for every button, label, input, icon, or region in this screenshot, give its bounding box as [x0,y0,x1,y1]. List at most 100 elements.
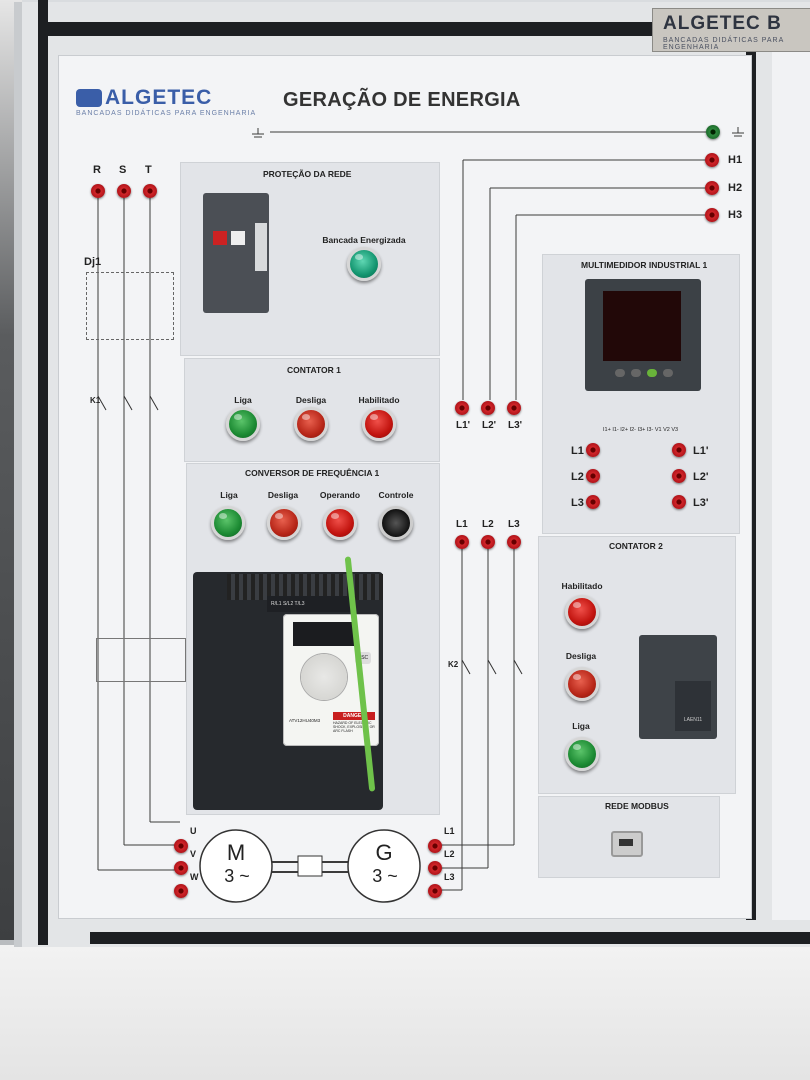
section-multimedidor-industrial-1: MULTIMEDIDOR INDUSTRIAL 1 I1+ I1- I2+ I2… [542,254,740,534]
terminal-label-l3: L3 [508,519,520,530]
contactor-model-label: LAEN11 [675,681,711,731]
label-operando: Operando [319,490,361,500]
motor-terminal-label-u: U [190,826,197,836]
terminal-label-h3: H3 [728,209,743,221]
jack-motor-v[interactable] [174,861,188,875]
jack-mid-l2p[interactable] [481,401,495,415]
algetec-logo: ALGETEC BANCADAS DIDÁTICAS PARA ENGENHAR… [76,86,256,117]
label-desliga: Desliga [565,651,597,661]
mm-in-label-l2: L2 [571,471,584,483]
motor-terminal-label-v: V [190,849,197,859]
jack-mm-in-l2[interactable] [586,469,600,483]
jack-s[interactable] [117,184,131,198]
relay-label-plate [255,223,267,271]
label-habilitado: Habilitado [561,581,603,591]
section-rede-modbus: REDE MODBUS [538,796,720,878]
conversor-liga-button[interactable] [211,506,245,540]
brand-tag-name: ALGETEC [663,13,761,34]
drive-danger-text: HAZARD OF ELECTRIC SHOCK, EXPLOSION, OR … [333,721,375,733]
k2-label: K2 [448,660,459,669]
contactor-device: LAEN11 [639,635,717,739]
jack-r[interactable] [91,184,105,198]
conversor-desliga-button[interactable] [267,506,301,540]
contator1-liga-button[interactable] [226,407,260,441]
jack-generator-l3[interactable] [428,884,442,898]
mm-out-label-l2p: L2' [693,471,709,483]
jack-mid-l1p[interactable] [455,401,469,415]
section-title: MULTIMEDIDOR INDUSTRIAL 1 [581,260,708,270]
section-title: CONTATOR 1 [287,365,341,375]
jack-mm-out-l1p[interactable] [672,443,686,457]
mm-in-label-l3: L3 [571,497,584,509]
jack-mid-l3[interactable] [507,535,521,549]
contator2-habilitado-lamp [565,595,599,629]
jack-mm-out-l3p[interactable] [672,495,686,509]
motor-terminal-label-w: W [190,872,199,882]
terminal-label-l2p: L2' [482,420,497,431]
drive-jog-dial[interactable] [301,654,347,700]
jack-h3[interactable] [705,208,719,222]
controle-potentiometer-knob[interactable] [379,506,413,540]
jack-motor-u[interactable] [174,839,188,853]
jack-motor-w[interactable] [174,884,188,898]
multimeter-device [585,279,701,391]
drive-vent-fins [227,574,383,600]
modbus-usb-port[interactable] [611,831,643,857]
jack-mm-in-l3[interactable] [586,495,600,509]
frame-bottom-bar [90,932,810,944]
generator-symbol: G [375,840,393,865]
jack-generator-l1[interactable] [428,839,442,853]
jack-generator-l2[interactable] [428,861,442,875]
jack-mid-l2[interactable] [481,535,495,549]
section-conversor-de-frequencia-1: CONVERSOR DE FREQUÊNCIA 1 Liga Desliga O… [186,463,440,815]
motor-protection-relay [203,193,269,313]
terminal-label-r: R [93,164,101,176]
usb-slot [619,839,633,846]
contator2-desliga-button[interactable] [565,667,599,701]
terminal-label-h2: H2 [728,182,743,194]
section-title: REDE MODBUS [605,801,669,811]
mm-out-label-l1p: L1' [693,445,709,457]
drive-schematic-symbol [96,638,186,682]
relay-stop-button[interactable] [231,231,245,245]
generator-terminal-label-l1: L1 [444,826,455,836]
multimeter-key-ok[interactable] [647,369,657,377]
multimeter-key-2[interactable] [631,369,641,377]
contator1-habilitado-lamp [362,407,396,441]
frame-left-bar [38,0,48,945]
jack-h1[interactable] [705,153,719,167]
mm-out-label-l3p: L3' [693,497,709,509]
jack-mm-in-l1[interactable] [586,443,600,457]
label-liga: Liga [234,395,252,405]
jack-mid-l3p[interactable] [507,401,521,415]
label-habilitado: Habilitado [358,395,400,405]
jack-mm-out-l2p[interactable] [672,469,686,483]
contator2-liga-button[interactable] [565,737,599,771]
generator-terminal-label-l3: L3 [444,872,455,882]
frame-top-bar [46,22,810,36]
multimeter-key-1[interactable] [615,369,625,377]
label-controle: Controle [378,490,414,500]
panel-title: GERAÇÃO DE ENERGIA [283,89,521,111]
jack-ground[interactable] [706,125,720,139]
conversor-operando-lamp [323,506,357,540]
adjacent-panel [772,40,810,920]
relay-reset-knob[interactable] [213,231,227,245]
brand-tag-tagline: BANCADAS DIDÁTICAS PARA ENGENHARIA [663,37,784,51]
lamp-label-bancada-energizada: Bancada Energizada [322,235,406,245]
jack-t[interactable] [143,184,157,198]
label-desliga: Desliga [295,395,327,405]
section-title: PROTEÇÃO DA REDE [263,169,352,179]
section-title: CONVERSOR DE FREQUÊNCIA 1 [245,468,380,478]
jack-h2[interactable] [705,181,719,195]
terminal-label-l1p: L1' [456,420,471,431]
drive-display [293,622,357,646]
breaker-dj1-symbol [86,272,174,340]
contator1-desliga-button[interactable] [294,407,328,441]
section-contator-2: CONTATOR 2 Habilitado Desliga Liga LAEN1… [538,536,736,794]
terminal-label-t: T [145,164,152,176]
multimeter-display [603,291,681,361]
section-title: CONTATOR 2 [609,541,663,551]
jack-mid-l1[interactable] [455,535,469,549]
multimeter-key-3[interactable] [663,369,673,377]
